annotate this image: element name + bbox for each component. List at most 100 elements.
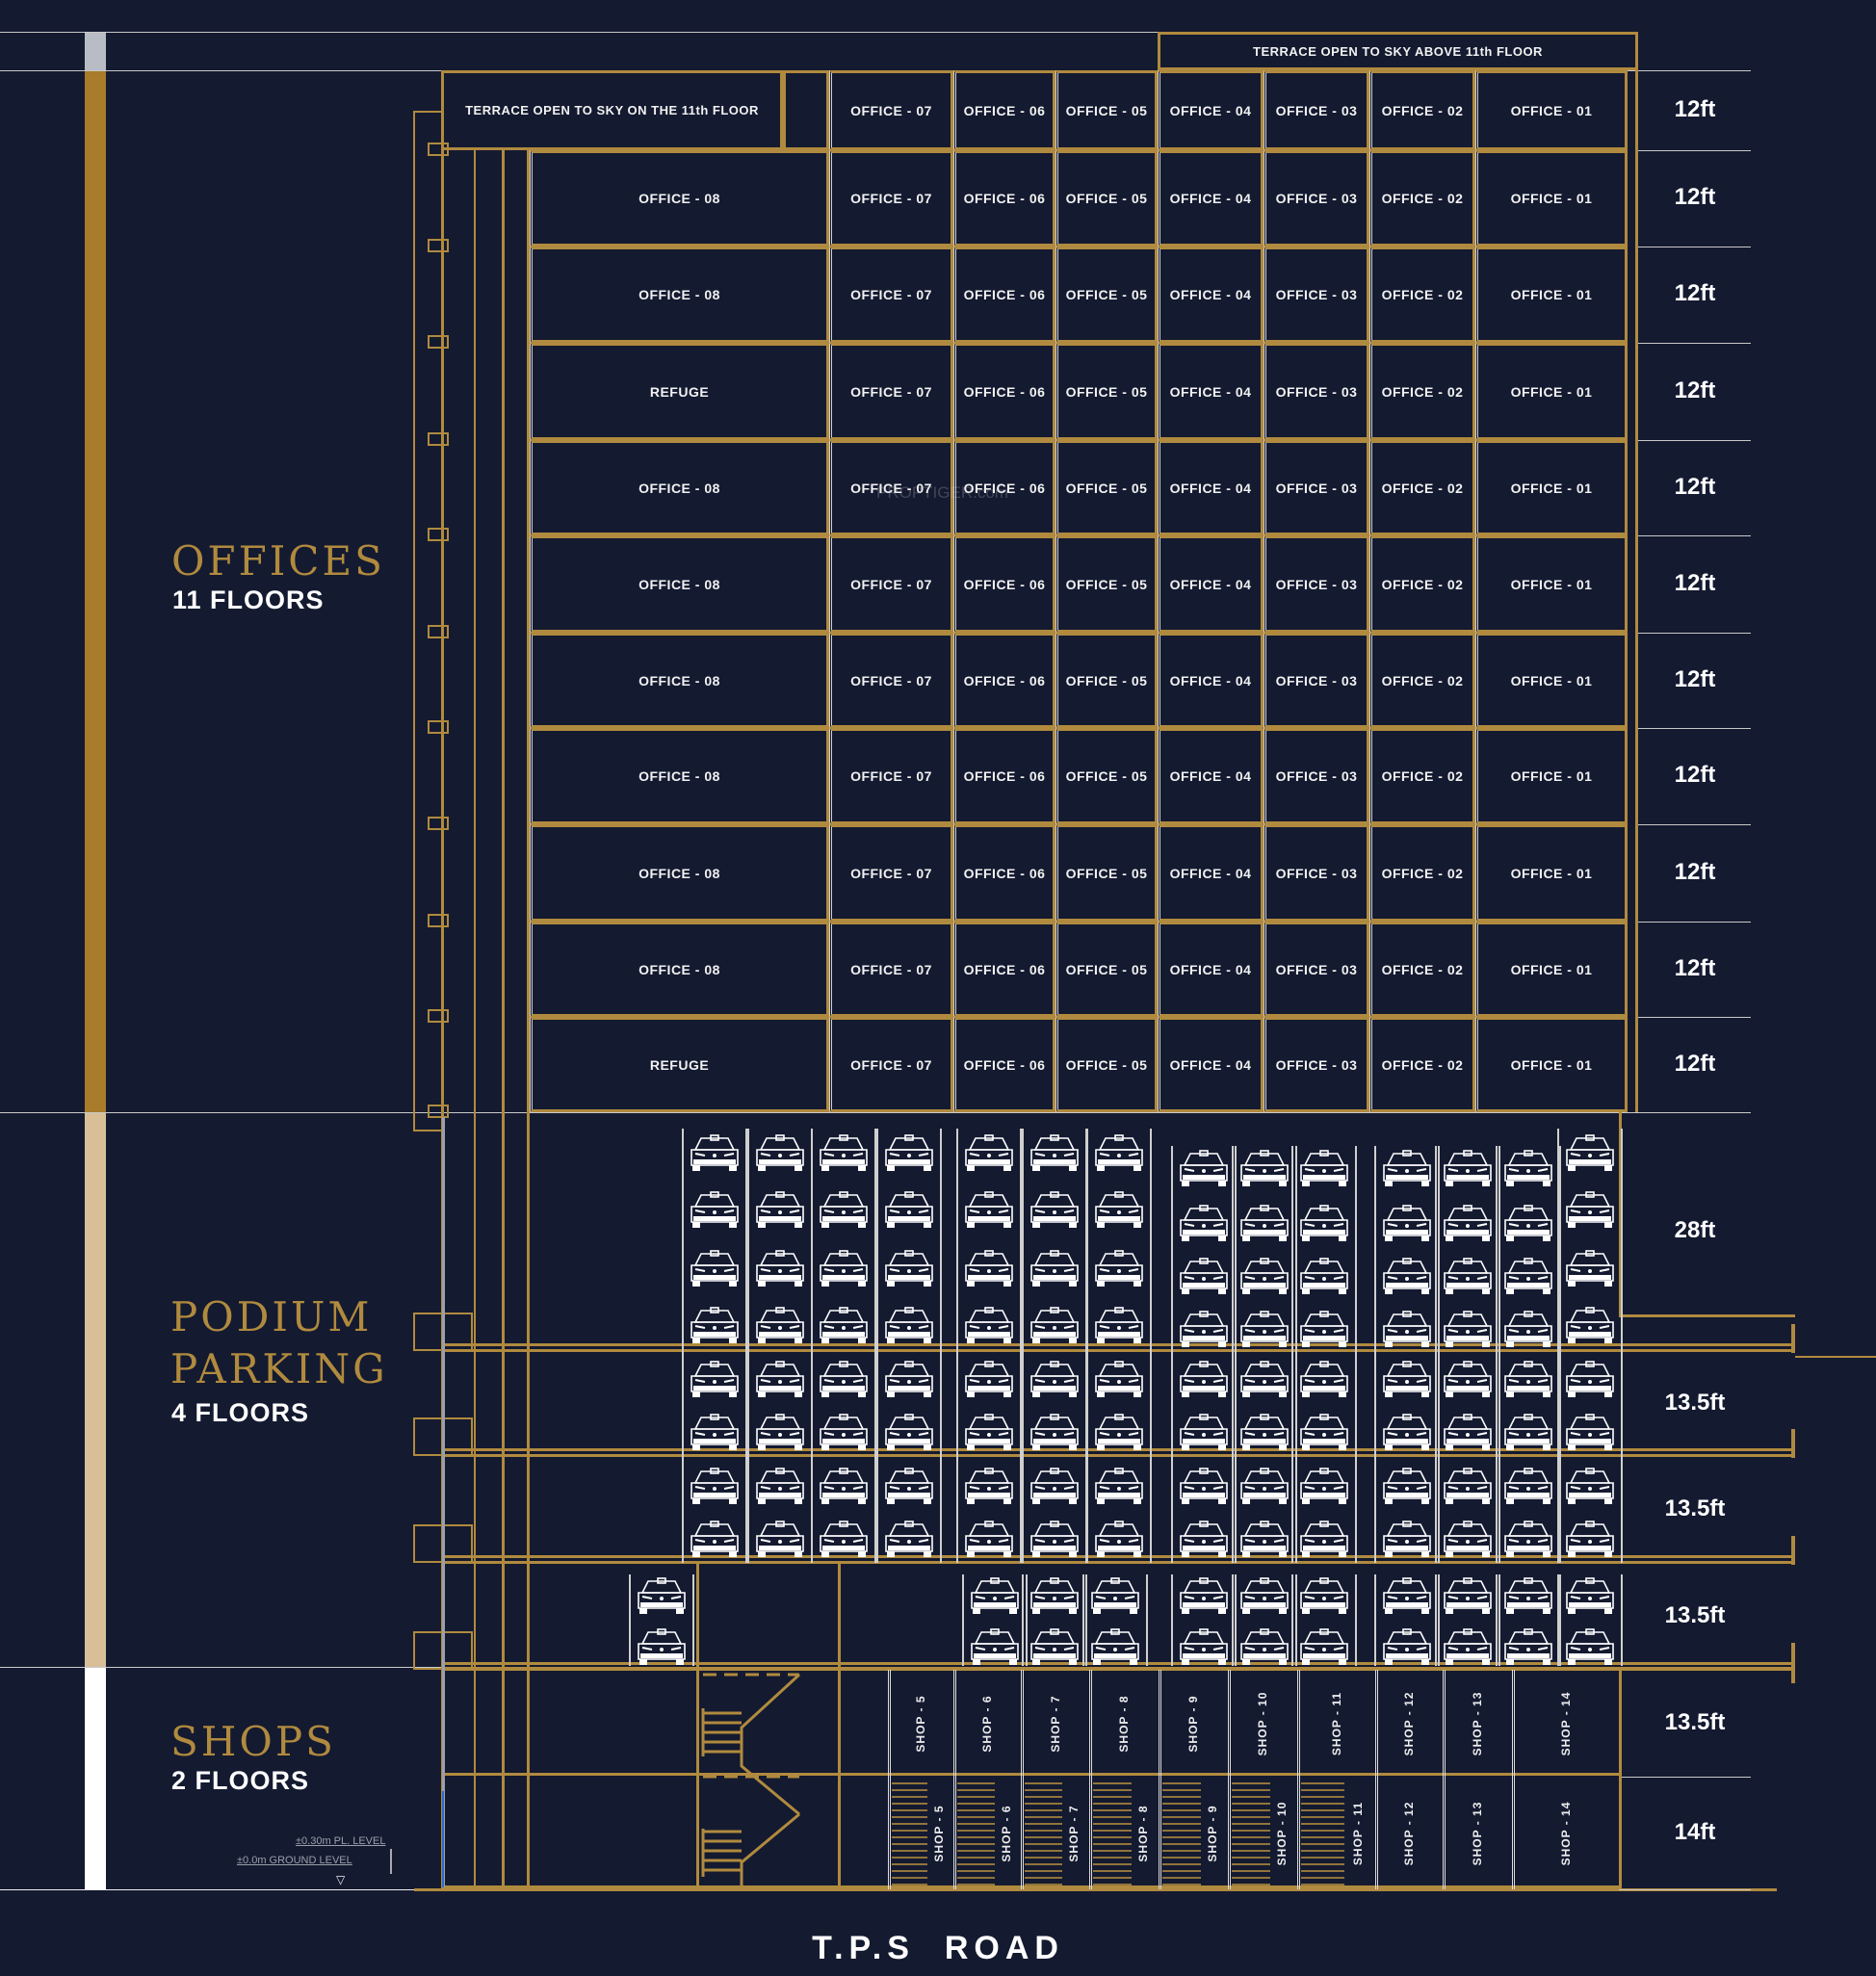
unit-office: OFFICE - 04 — [1158, 70, 1264, 150]
parking-rack — [1498, 1146, 1500, 1563]
shop-divider — [1089, 1777, 1092, 1889]
parking-outline — [1619, 1112, 1622, 1316]
shop-divider — [1619, 1670, 1622, 1777]
car-icon — [1238, 1309, 1291, 1349]
parking-rack — [1496, 1146, 1498, 1563]
unit-office: OFFICE - 02 — [1369, 70, 1475, 150]
car-icon — [635, 1626, 689, 1667]
car-icon — [1028, 1626, 1081, 1667]
car-icon — [1177, 1309, 1231, 1349]
parking-rack — [1020, 1129, 1022, 1563]
car-icon — [1028, 1132, 1081, 1173]
car-icon — [817, 1519, 871, 1559]
car-icon — [1380, 1412, 1434, 1452]
car-icon — [1563, 1132, 1617, 1173]
unit-office: OFFICE - 02 — [1369, 535, 1475, 633]
parking-rack — [745, 1129, 747, 1563]
unit-office: OFFICE - 01 — [1475, 343, 1628, 440]
floor-line — [1638, 440, 1751, 441]
parking-rack — [682, 1129, 684, 1563]
floor-line — [1638, 343, 1751, 344]
parking-outline — [1619, 1314, 1795, 1317]
car-icon — [1177, 1256, 1231, 1296]
car-icon — [1380, 1359, 1434, 1399]
rain-pipe — [442, 1117, 445, 1887]
car-icon — [1092, 1248, 1146, 1288]
parking-slab — [441, 1349, 1795, 1352]
parking-rack — [1559, 1574, 1561, 1666]
car-icon — [1092, 1519, 1146, 1559]
parking-rack — [1355, 1574, 1357, 1666]
shop-divider — [1512, 1670, 1515, 1777]
unit-office: OFFICE - 07 — [829, 1017, 953, 1112]
car-icon — [1501, 1148, 1555, 1188]
slab-end — [1791, 1536, 1795, 1565]
unit-office: OFFICE - 01 — [1475, 824, 1628, 922]
unit-office-08: OFFICE - 08 — [530, 247, 829, 343]
unit-office: OFFICE - 04 — [1158, 922, 1264, 1017]
car-icon — [1238, 1203, 1291, 1243]
parking-rack — [1086, 1129, 1088, 1563]
parking-rack — [1496, 1574, 1498, 1666]
parking-rack — [962, 1574, 964, 1666]
car-icon — [882, 1519, 936, 1559]
car-icon — [962, 1359, 1016, 1399]
balcony-ledge — [428, 1009, 449, 1023]
unit-office: OFFICE - 07 — [829, 70, 953, 150]
parking-rack — [874, 1129, 876, 1563]
car-icon — [1501, 1626, 1555, 1667]
car-icon — [753, 1305, 807, 1345]
car-icon — [688, 1412, 742, 1452]
car-icon — [753, 1248, 807, 1288]
car-icon — [1238, 1575, 1291, 1616]
car-icon — [1441, 1309, 1495, 1349]
car-icon — [1088, 1575, 1142, 1616]
car-icon — [1441, 1256, 1495, 1296]
parking-slab — [441, 1454, 1795, 1457]
unit-office: OFFICE - 06 — [953, 1017, 1055, 1112]
parking-floors: 4 FLOORS — [171, 1398, 310, 1427]
parking-rack — [1022, 1574, 1024, 1666]
parking-rack — [1171, 1574, 1173, 1666]
unit-office: OFFICE - 02 — [1369, 633, 1475, 728]
parking-rack — [1435, 1574, 1437, 1666]
car-icon — [753, 1519, 807, 1559]
parking-rack — [956, 1129, 958, 1563]
terrace-gap — [783, 70, 829, 150]
unit-office: OFFICE - 01 — [1475, 728, 1628, 824]
shop-hatch — [1232, 1782, 1270, 1885]
car-icon — [1501, 1203, 1555, 1243]
car-icon — [1238, 1359, 1291, 1399]
unit-office: OFFICE - 02 — [1369, 247, 1475, 343]
zone-bar-terrace — [85, 32, 106, 70]
unit-office: OFFICE - 05 — [1055, 343, 1158, 440]
unit-office: OFFICE - 01 — [1475, 247, 1628, 343]
car-icon — [962, 1305, 1016, 1345]
shop-label: SHOP - 10 — [1275, 1801, 1290, 1865]
core-line — [502, 150, 505, 1889]
car-icon — [1238, 1148, 1291, 1188]
unit-office: OFFICE - 01 — [1475, 440, 1628, 535]
car-icon — [1297, 1575, 1351, 1616]
shop-divider — [1228, 1777, 1231, 1889]
unit-office: OFFICE - 02 — [1369, 150, 1475, 247]
unit-office: OFFICE - 04 — [1158, 535, 1264, 633]
car-icon — [1177, 1203, 1231, 1243]
core-line — [474, 150, 476, 1889]
car-icon — [1028, 1359, 1081, 1399]
car-icon — [688, 1305, 742, 1345]
parking-rack — [1621, 1574, 1623, 1666]
unit-office: OFFICE - 05 — [1055, 728, 1158, 824]
floor-height-label: 12ft — [1674, 377, 1716, 403]
unit-office-08: OFFICE - 08 — [530, 440, 829, 535]
parking-rack — [1232, 1574, 1234, 1666]
road-label: T.P.S ROAD — [812, 1930, 1064, 1966]
unit-office: OFFICE - 07 — [829, 535, 953, 633]
floor-line — [1619, 1777, 1751, 1778]
car-icon — [1441, 1466, 1495, 1506]
shop-hatch — [1301, 1782, 1344, 1885]
unit-office: OFFICE - 06 — [953, 343, 1055, 440]
unit-office: OFFICE - 04 — [1158, 150, 1264, 247]
car-icon — [1563, 1466, 1617, 1506]
car-icon — [882, 1412, 936, 1452]
